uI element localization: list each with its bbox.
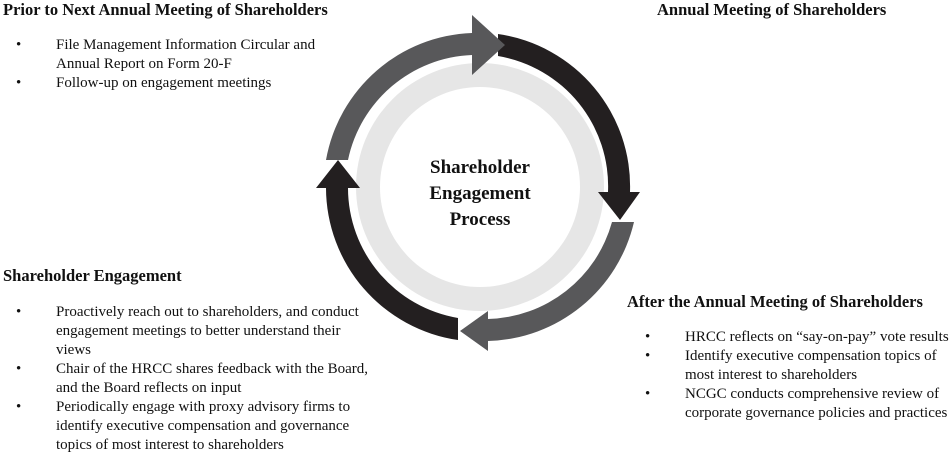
prior-meeting-list: File Management Information Circular and…	[16, 36, 346, 93]
list-item: File Management Information Circular and…	[16, 36, 346, 74]
after-meeting-title: After the Annual Meeting of Shareholders	[627, 292, 923, 311]
list-item: Proactively reach out to shareholders, a…	[16, 303, 376, 360]
cycle-diagram	[316, 15, 640, 351]
list-item: Chair of the HRCC shares feedback with t…	[16, 360, 376, 398]
list-item: HRCC reflects on “say-on-pay” vote resul…	[645, 328, 950, 347]
inner-circle	[380, 87, 580, 287]
list-item: NCGC conducts comprehensive review of co…	[645, 385, 950, 423]
prior-meeting-title: Prior to Next Annual Meeting of Sharehol…	[3, 0, 328, 19]
cycle-arrow-top-right	[498, 34, 640, 220]
list-item: Identify executive compensation topics o…	[645, 347, 950, 385]
shareholder-engagement-list: Proactively reach out to shareholders, a…	[16, 303, 376, 455]
list-item: Follow-up on engagement meetings	[16, 74, 346, 93]
cycle-arrow-top-left	[326, 15, 505, 160]
center-label: Shareholder Engagement Process	[429, 157, 531, 230]
annual-meeting-title: Annual Meeting of Shareholders	[657, 0, 887, 19]
list-item: Periodically engage with proxy advisory …	[16, 398, 376, 455]
cycle-arrow-bottom-left	[316, 160, 458, 340]
cycle-arrow-bottom-right	[460, 222, 634, 351]
shareholder-engagement-title: Shareholder Engagement	[3, 266, 182, 285]
after-meeting-list: HRCC reflects on “say-on-pay” vote resul…	[645, 328, 950, 423]
